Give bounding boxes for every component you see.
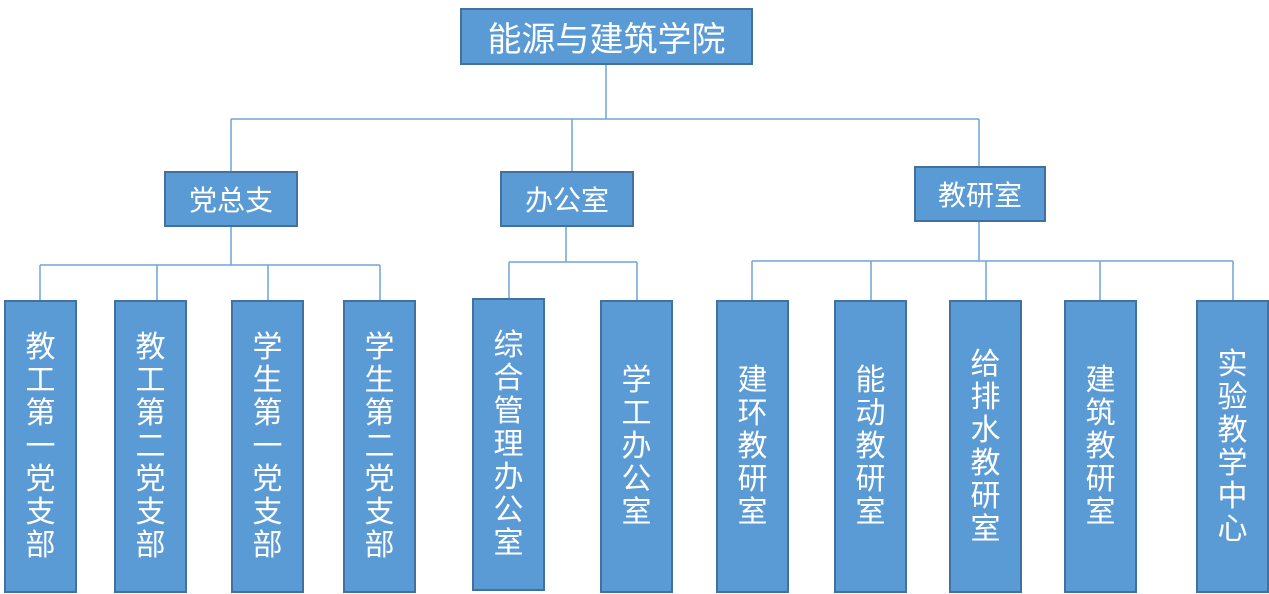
- unit-node: 学生第一党支部: [231, 300, 304, 593]
- unit-node: 建筑教研室: [1064, 300, 1137, 593]
- unit-node: 教工第二党支部: [114, 300, 187, 593]
- unit-node: 教工第一党支部: [4, 300, 77, 593]
- unit-node: 学生第二党支部: [343, 300, 416, 593]
- unit-label: 教工第二党支部: [135, 330, 166, 563]
- unit-label: 学生第二党支部: [364, 330, 395, 563]
- dept-label: 教研室: [937, 179, 1022, 212]
- dept-label: 党总支: [188, 184, 273, 217]
- unit-label: 实验教学中心: [1217, 346, 1248, 547]
- unit-label: 教工第一党支部: [25, 330, 56, 563]
- unit-label: 学生第一党支部: [252, 330, 283, 563]
- unit-node: 给排水教研室: [949, 300, 1022, 593]
- unit-node: 学工办公室: [600, 300, 673, 593]
- unit-label: 综合管理办公室: [493, 328, 524, 561]
- unit-node: 能动教研室: [834, 300, 907, 593]
- unit-label: 学工办公室: [621, 363, 652, 530]
- dept-node-teaching: 教研室: [914, 166, 1046, 222]
- unit-label: 建筑教研室: [1085, 363, 1116, 530]
- root-node: 能源与建筑学院: [460, 8, 753, 65]
- dept-node-office: 办公室: [500, 171, 634, 227]
- unit-label: 建环教研室: [737, 363, 768, 530]
- unit-node: 建环教研室: [716, 300, 789, 593]
- unit-node: 综合管理办公室: [472, 298, 545, 591]
- unit-node: 实验教学中心: [1196, 300, 1269, 593]
- root-label: 能源与建筑学院: [487, 20, 726, 60]
- dept-label: 办公室: [524, 184, 609, 217]
- unit-label: 给排水教研室: [970, 346, 1001, 547]
- dept-node-party: 党总支: [164, 171, 298, 227]
- unit-label: 能动教研室: [855, 363, 886, 530]
